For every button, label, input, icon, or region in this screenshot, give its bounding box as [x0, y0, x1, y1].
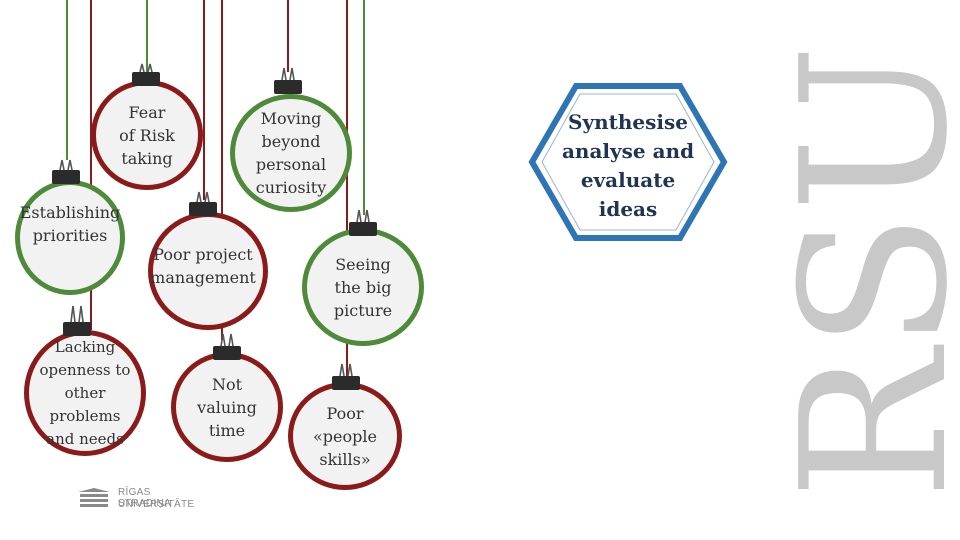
ornament-poor-project-management: Poor project management: [148, 212, 268, 330]
hexagon-text: Synthesise analyse and evaluate ideas: [528, 108, 728, 224]
binder-clip-icon: [348, 208, 378, 238]
ornament-not-valuing-time: Not valuing time: [171, 352, 283, 462]
ornament-label: Fear of Risk taking: [119, 101, 175, 170]
binder-clip-icon: [273, 64, 303, 98]
ornament-label: Poor «people skills»: [313, 402, 377, 471]
binder-clip-icon: [212, 332, 242, 362]
ornament-label: Establishing priorities: [20, 201, 121, 247]
hanging-string: [203, 0, 205, 200]
ornament-poor-people-skills: Poor «people skills»: [288, 382, 402, 490]
ornament-lacking-openness: Lacking openness to other problems and n…: [24, 330, 146, 456]
rsu-watermark: RSU: [752, 0, 960, 540]
university-logo: RĪGAS STRADIŅA UNIVERSITĀTE: [76, 484, 206, 512]
hanging-string: [66, 0, 68, 160]
ornament-moving-beyond-personal-curiosity: Moving beyond personal curiosity: [230, 94, 352, 212]
ornament-label: Not valuing time: [197, 373, 257, 442]
university-emblem-icon: [76, 486, 112, 510]
hanging-string: [363, 0, 365, 215]
hanging-string: [287, 0, 289, 72]
binder-clip-icon: [51, 158, 81, 186]
binder-clip-icon: [331, 362, 361, 392]
ornament-fear-of-risk-taking: Fear of Risk taking: [91, 80, 203, 190]
watermark-text: RSU: [759, 44, 960, 500]
binder-clip-icon: [188, 190, 218, 218]
binder-clip-icon: [62, 302, 92, 338]
ornament-establishing-priorities: Establishing priorities: [15, 180, 125, 295]
binder-clip-icon: [131, 62, 161, 88]
logo-line2: UNIVERSITĀTE: [118, 499, 194, 510]
ornament-label: Lacking openness to other problems and n…: [40, 336, 131, 451]
ornament-label: Moving beyond personal curiosity: [256, 107, 326, 199]
ornament-label: Seeing the big picture: [334, 253, 392, 322]
ornament-seeing-the-big-picture: Seeing the big picture: [302, 228, 424, 346]
ornament-label: Poor project management: [150, 243, 256, 289]
